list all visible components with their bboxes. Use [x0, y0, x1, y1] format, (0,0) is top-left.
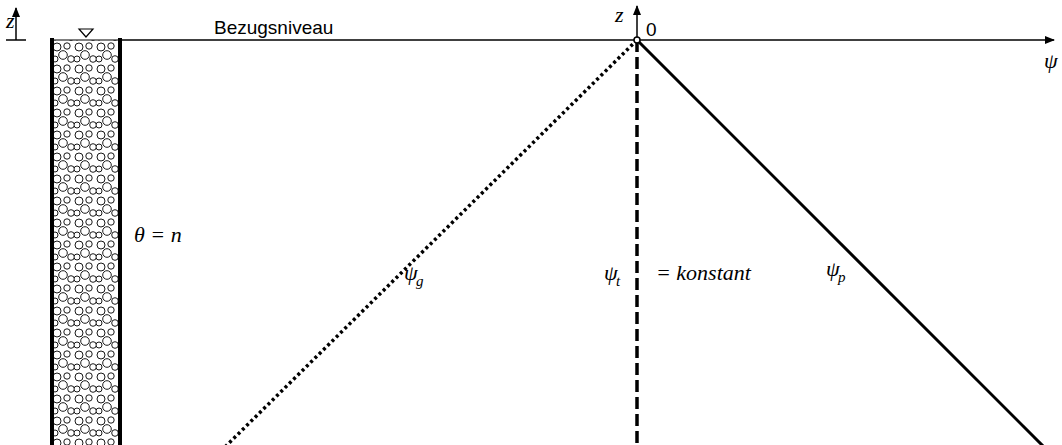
soil-column: [52, 40, 120, 445]
head-label: ψ: [826, 258, 840, 280]
gravity-head-line: [225, 40, 637, 445]
head-label: ψ: [404, 262, 418, 284]
head-subscript: g: [416, 274, 424, 289]
reference-label: Bezugsniveau: [214, 18, 333, 37]
axis-label: z: [6, 10, 15, 32]
column-wall: [50, 38, 54, 445]
axis-label: ψ: [1044, 50, 1058, 72]
head-subscript: t: [616, 274, 620, 289]
pressure-head-line: [637, 40, 1044, 445]
head-subscript: p: [838, 270, 846, 285]
origin-label: 0: [646, 20, 657, 39]
column-wall: [118, 38, 122, 445]
head-label: ψ: [604, 262, 618, 284]
water-level: [52, 39, 120, 40]
reference-line: [120, 39, 1054, 41]
z-axis: [636, 6, 638, 40]
origin-point: [634, 37, 640, 43]
water-content-label: θ = n: [134, 224, 182, 246]
head-label: = konstant: [656, 262, 751, 284]
z-axis-small: [15, 8, 17, 40]
water-table-symbol: [79, 29, 93, 37]
total-head-line: [635, 40, 639, 445]
axis-label: z: [615, 4, 624, 26]
